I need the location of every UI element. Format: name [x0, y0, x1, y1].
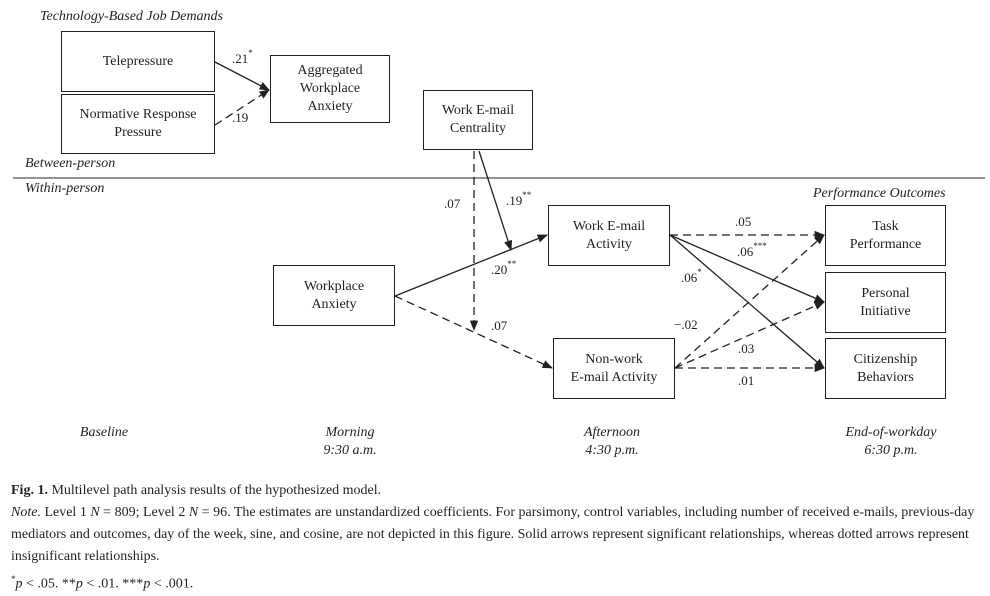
path-arrow-cent-mod-work [478, 150, 513, 251]
coef-norm-to-agg: .19 [232, 110, 249, 125]
node-citizenship-behaviors: Citizenship Behaviors [825, 338, 946, 399]
timepoint-baseline: Baseline [79, 425, 129, 440]
coef-cent-mod-nonwork: .07 [444, 196, 461, 211]
significance-legend: *p < .05. **p < .01. ***p < .001. [11, 574, 194, 592]
between-person-label: Between-person [25, 156, 116, 171]
path-arrow-work-to-cit [669, 234, 825, 369]
coef-work-to-cit: .06* [681, 267, 702, 285]
coef-tele-to-agg: .21* [232, 48, 253, 66]
coef-cent-mod-work: .19** [506, 190, 532, 208]
coef-nonwork-to-task: −.02 [674, 317, 698, 332]
node-work-email-activity: Work E-mail Activity [548, 205, 670, 266]
caption-note: Note. Level 1 N = 809; Level 2 N = 96. T… [11, 505, 975, 564]
coef-nonwork-to-init: .03 [738, 341, 755, 356]
timepoint-afternoon: Afternoon 4:30 p.m. [584, 425, 640, 458]
node-work-email-centrality: Work E-mail Centrality [423, 90, 533, 150]
node-normative-response-pressure: Normative Response Pressure [61, 94, 215, 154]
node-nonwork-email-activity: Non-work E-mail Activity [553, 338, 675, 399]
figure-caption: Fig. 1. Multilevel path analysis results… [11, 480, 986, 596]
coef-work-to-init: .06*** [737, 241, 767, 259]
node-workplace-anxiety: Workplace Anxiety [273, 265, 395, 326]
timepoint-morning: Morning 9:30 a.m. [323, 425, 377, 458]
tech-demands-label: Technology-Based Job Demands [40, 9, 224, 24]
node-task-performance: Task Performance [825, 205, 946, 266]
path-arrow-nonwork-to-task [674, 234, 825, 369]
path-arrow-tele-to-agg [214, 61, 270, 91]
coef-anx-to-work: .20** [491, 259, 517, 277]
path-arrow-anx-to-work [394, 234, 548, 297]
coef-nonwork-to-cit: .01 [738, 373, 755, 388]
node-aggregated-workplace-anxiety: Aggregated Workplace Anxiety [270, 55, 390, 123]
path-arrow-work-to-init [669, 234, 825, 303]
caption-title-line: Fig. 1. Multilevel path analysis results… [11, 480, 986, 502]
within-person-label: Within-person [25, 181, 105, 196]
path-diagram [13, 61, 985, 373]
path-arrow-anx-to-nonwork [394, 295, 553, 369]
fig-label: Fig. 1. [11, 483, 48, 498]
path-arrow-norm-to-agg [214, 89, 270, 126]
node-personal-initiative: Personal Initiative [825, 272, 946, 333]
path-arrow-nonwork-to-init [674, 301, 825, 369]
node-telepressure: Telepressure [61, 31, 215, 92]
coef-anx-to-nonwork: .07 [491, 318, 508, 333]
coef-work-to-task: .05 [735, 214, 752, 229]
caption-title: Multilevel path analysis results of the … [51, 483, 382, 498]
performance-outcomes-label: Performance Outcomes [813, 186, 946, 201]
timepoint-end-of-workday: End-of-workday 6:30 p.m. [845, 425, 937, 458]
